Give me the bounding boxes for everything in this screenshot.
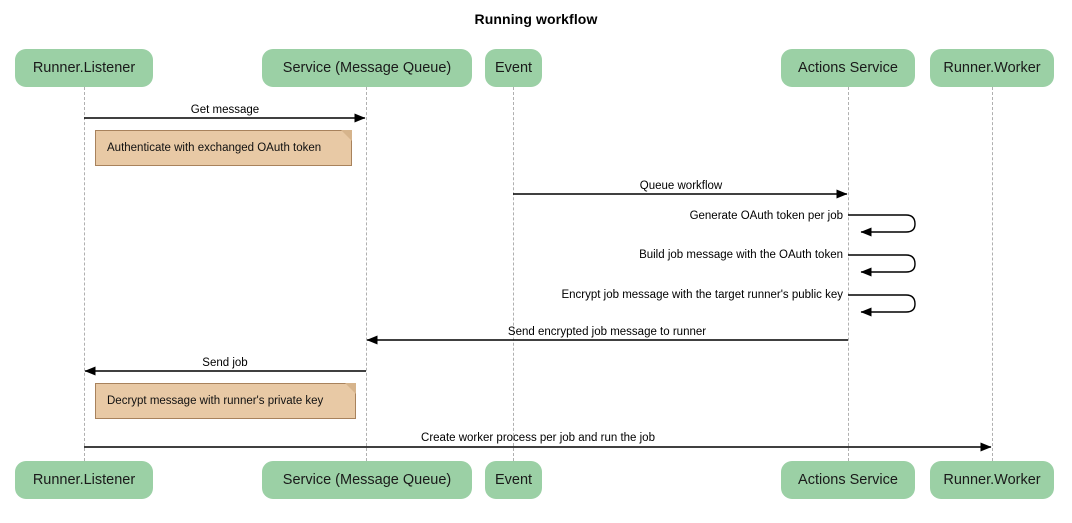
message-selfloop-build-job-message-with-oauth-token[interactable] xyxy=(848,254,916,277)
participant-runner-worker-top[interactable]: Runner.Worker xyxy=(930,49,1054,87)
message-selfloop-generate-oauth-token-per-job[interactable] xyxy=(848,214,916,237)
message-label-encrypt-job-message-public-key: Encrypt job message with the target runn… xyxy=(561,289,843,301)
message-label-send-encrypted-job-message-to-runner: Send encrypted job message to runner xyxy=(507,326,707,338)
lifeline-actions-service xyxy=(848,87,849,461)
participant-event-bottom[interactable]: Event xyxy=(485,461,542,499)
participant-actions-service-bottom[interactable]: Actions Service xyxy=(781,461,915,499)
note-authenticate: Authenticate with exchanged OAuth token xyxy=(95,130,352,166)
lifeline-event xyxy=(513,87,514,461)
note-authenticate-label: Authenticate with exchanged OAuth token xyxy=(107,142,322,154)
participant-service-mq-bottom[interactable]: Service (Message Queue) xyxy=(262,461,472,499)
lifeline-service-mq xyxy=(366,87,367,461)
lifeline-runner-worker xyxy=(992,87,993,461)
note-decrypt: Decrypt message with runner's private ke… xyxy=(95,383,356,419)
message-label-build-job-message-with-oauth-token: Build job message with the OAuth token xyxy=(639,249,843,261)
participant-runner-listener-bottom[interactable]: Runner.Listener xyxy=(15,461,153,499)
message-label-create-worker-process: Create worker process per job and run th… xyxy=(421,432,655,444)
message-selfloop-encrypt-job-message-public-key[interactable] xyxy=(848,294,916,317)
lifeline-runner-listener xyxy=(84,87,85,461)
participant-runner-listener-top[interactable]: Runner.Listener xyxy=(15,49,153,87)
participant-event-top[interactable]: Event xyxy=(485,49,542,87)
note-fold-icon xyxy=(345,383,356,394)
message-label-queue-workflow: Queue workflow xyxy=(639,180,723,192)
page-title: Running workflow xyxy=(474,11,598,27)
note-decrypt-label: Decrypt message with runner's private ke… xyxy=(107,395,324,407)
message-label-get-message: Get message xyxy=(190,104,260,116)
participant-runner-worker-bottom[interactable]: Runner.Worker xyxy=(930,461,1054,499)
message-label-generate-oauth-token-per-job: Generate OAuth token per job xyxy=(689,210,843,222)
message-label-send-job: Send job xyxy=(202,357,248,369)
note-fold-icon xyxy=(341,130,352,141)
participant-actions-service-top[interactable]: Actions Service xyxy=(781,49,915,87)
participant-service-mq-top[interactable]: Service (Message Queue) xyxy=(262,49,472,87)
